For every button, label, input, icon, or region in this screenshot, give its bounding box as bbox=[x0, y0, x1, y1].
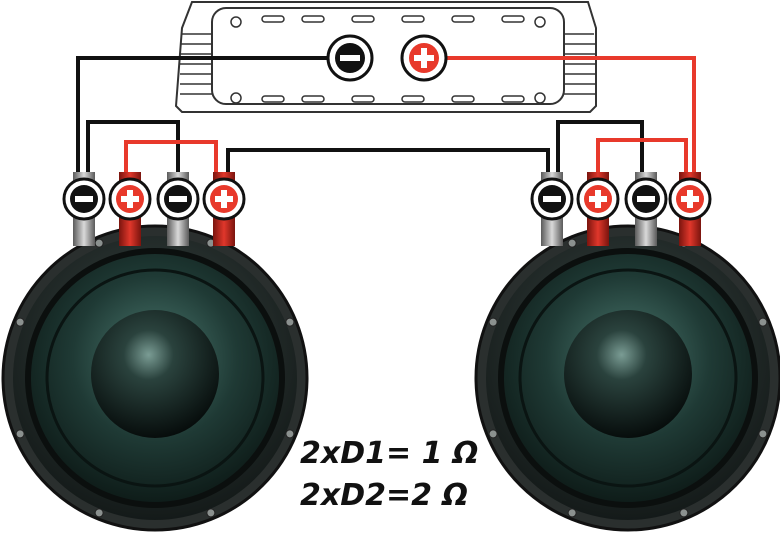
right-coil1-positive-terminal bbox=[576, 172, 620, 246]
right-coil1-negative-terminal bbox=[530, 172, 574, 246]
plus-terminal-icon bbox=[121, 190, 139, 208]
left-coil1-negative-terminal bbox=[62, 172, 106, 246]
left-coil1-positive-terminal bbox=[108, 172, 152, 246]
wire-left-neg-bridge bbox=[86, 120, 180, 180]
plus-terminal-icon bbox=[414, 48, 434, 68]
wires bbox=[76, 56, 696, 180]
amp-positive-terminal bbox=[400, 34, 448, 82]
wire-left-pos-bridge bbox=[124, 140, 218, 180]
amp-negative-terminal bbox=[326, 34, 374, 82]
wire-right-neg-bridge bbox=[556, 120, 644, 180]
wire-amp-negative bbox=[76, 56, 348, 180]
left-coil2-positive-terminal bbox=[202, 172, 246, 246]
right-subwoofer bbox=[474, 224, 780, 532]
left-subwoofer bbox=[1, 224, 309, 532]
plus-terminal-icon bbox=[589, 190, 607, 208]
minus-terminal-icon bbox=[169, 196, 187, 202]
minus-terminal-icon bbox=[340, 55, 360, 61]
impedance-caption-d1: 2xD1= 1 Ω bbox=[300, 436, 479, 471]
plus-terminal-icon bbox=[215, 190, 233, 208]
wire-right-pos-bridge bbox=[596, 138, 688, 180]
right-coil2-positive-terminal bbox=[668, 172, 712, 246]
minus-terminal-icon bbox=[637, 196, 655, 202]
minus-terminal-icon bbox=[75, 196, 93, 202]
left-coil2-negative-terminal bbox=[156, 172, 200, 246]
minus-terminal-icon bbox=[543, 196, 561, 202]
amplifier bbox=[174, 0, 597, 113]
plus-terminal-icon bbox=[681, 190, 699, 208]
impedance-caption-d2: 2xD2=2 Ω bbox=[300, 478, 468, 513]
wire-amp-positive bbox=[424, 56, 696, 180]
wire-between-speakers bbox=[226, 148, 550, 180]
right-coil2-negative-terminal bbox=[624, 172, 668, 246]
